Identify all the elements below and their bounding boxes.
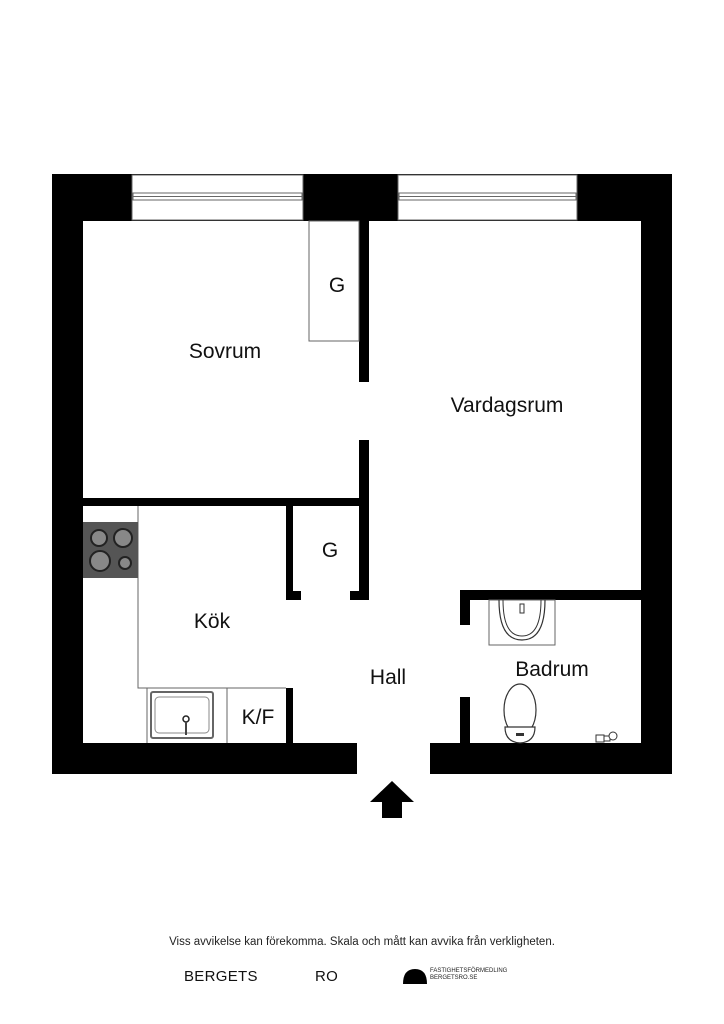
kitchen-fixtures <box>83 506 286 743</box>
room-label-badrum: Badrum <box>515 658 589 681</box>
closet-wall <box>286 506 293 600</box>
bathroom-wall <box>460 590 641 600</box>
room-label-sovrum: Sovrum <box>189 340 261 363</box>
stove-icon <box>83 522 138 578</box>
room-label-hall: Hall <box>370 666 406 689</box>
logo-ro: RO <box>315 968 339 985</box>
tagline-2: BERGETSRO.SE <box>430 975 478 981</box>
interior-wall <box>359 221 369 382</box>
toilet-icon <box>503 683 537 744</box>
wardrobe <box>308 220 360 342</box>
room-label-hall-closet: G <box>322 539 338 562</box>
label-fridge-freezer: K/F <box>242 706 275 729</box>
tagline-1: FASTIGHETSFÖRMEDLING <box>430 968 508 974</box>
room-label-bedroom-closet: G <box>329 274 345 297</box>
kitchen-wall <box>286 688 293 754</box>
disclaimer: Viss avvikelse kan förekomma. Skala och … <box>169 936 555 948</box>
bottom-wall-right <box>430 743 672 774</box>
interior-wall <box>83 498 369 506</box>
room-label-vardagsrum: Vardagsrum <box>451 394 564 417</box>
kitchen-sink-icon <box>150 691 214 739</box>
left-wall <box>52 174 83 774</box>
interior-wall <box>359 440 369 600</box>
logo-bergets: BERGETS <box>184 968 258 985</box>
washbasin-icon <box>488 599 556 646</box>
right-wall <box>641 174 672 774</box>
logo-mark-icon <box>403 969 427 984</box>
room-label-kok: Kök <box>194 610 231 633</box>
bathroom-fixtures <box>488 599 618 744</box>
logo-tagline: FASTIGHETSFÖRMEDLING BERGETSRO.SE <box>430 968 507 982</box>
windows <box>131 174 578 221</box>
walls <box>52 174 672 774</box>
faucet-icon <box>595 731 618 743</box>
arrow-up-icon <box>370 781 414 818</box>
